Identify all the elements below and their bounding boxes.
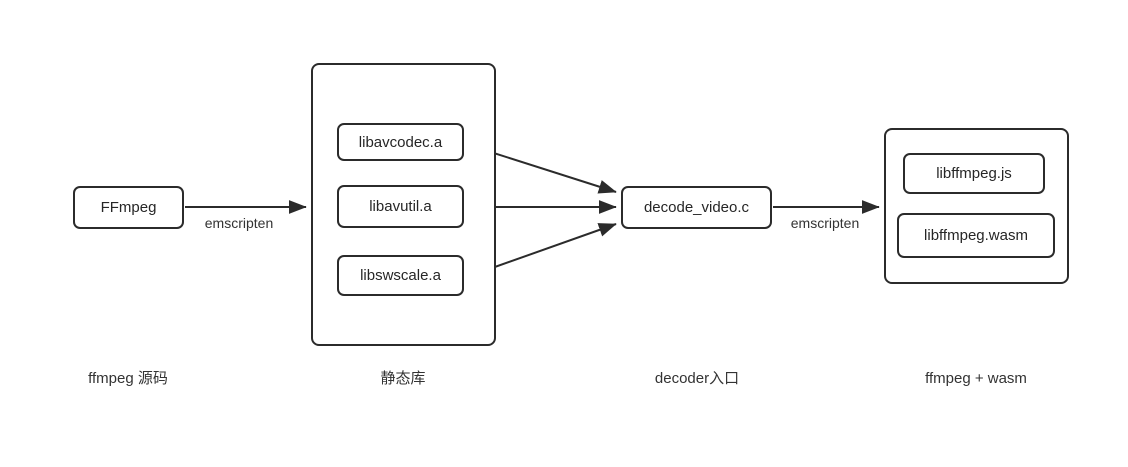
node-libffmpeg-js[interactable]: libffmpeg.js: [903, 153, 1045, 194]
caption-ffmpeg-wasm: ffmpeg + wasm: [925, 370, 1027, 387]
edge-label-emscripten-source-to-lib: emscripten: [204, 215, 274, 231]
node-libavcodec[interactable]: libavcodec.a: [337, 123, 464, 161]
node-libffmpeg-wasm[interactable]: libffmpeg.wasm: [897, 213, 1055, 258]
edge-libswscale-to-decode: [477, 223, 617, 274]
node-decode-video-c[interactable]: decode_video.c: [621, 186, 772, 229]
node-libavutil[interactable]: libavutil.a: [337, 185, 464, 228]
node-ffmpeg[interactable]: FFmpeg: [73, 186, 184, 229]
group-ffmpeg-wasm-output: [884, 128, 1069, 284]
caption-ffmpeg-source: ffmpeg 源码: [88, 370, 168, 387]
edge-label-emscripten-decoder-to-wasm: emscripten: [790, 215, 860, 231]
caption-decoder-entry: decoder入口: [654, 370, 740, 387]
caption-static-library: 静态库: [380, 370, 426, 387]
edge-libavcodec-to-decode: [477, 147, 617, 194]
node-libswscale[interactable]: libswscale.a: [337, 255, 464, 296]
